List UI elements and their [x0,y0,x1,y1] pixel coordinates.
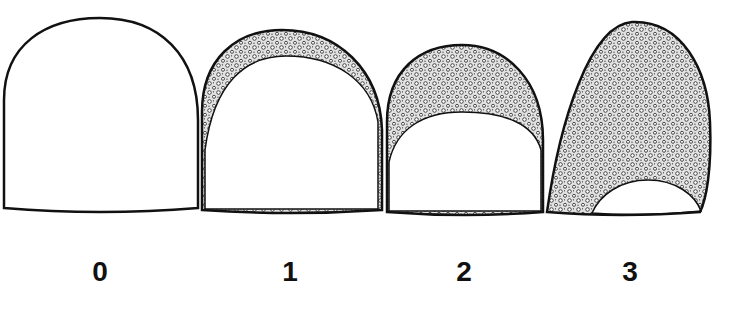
tooth-outline [547,22,710,215]
tooth-crown [592,180,701,215]
score-number: 3 [622,258,638,286]
tooth-crown [205,56,378,209]
plaque-area [547,22,710,215]
plaque-area [387,45,543,215]
score-number: 0 [92,258,108,286]
tooth-outline [387,45,543,215]
score-number: 2 [456,258,472,286]
plaque-area [202,30,382,213]
tooth-crown [4,18,198,212]
tooth-crown [389,112,541,211]
score-number: 1 [282,258,298,286]
tooth-outline [202,30,382,213]
